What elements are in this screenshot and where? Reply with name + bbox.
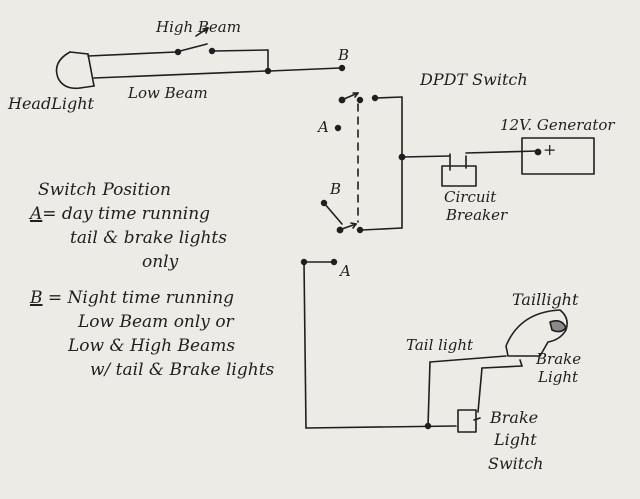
headlight-label: HeadLight: [8, 94, 94, 113]
note-a-key: A: [30, 204, 43, 224]
note-b-line-2: Low Beam only or: [78, 312, 234, 332]
switch-position-note: Switch Position A= day time running tail…: [30, 178, 280, 382]
brake-switch-label-2: Light: [494, 430, 537, 449]
low-beam-wire: [93, 64, 346, 79]
b-lower-label: B: [330, 180, 342, 198]
low-beam-label: Low Beam: [128, 84, 208, 102]
circuit-breaker-label-1: Circuit: [444, 188, 497, 206]
note-title: Switch Position: [38, 180, 171, 200]
dpdt-upper-pole: [334, 92, 406, 229]
taillight-lamp: [505, 309, 568, 357]
note-b-line-1: B = Night time running: [30, 286, 280, 310]
taillight-label: Taillight: [512, 290, 579, 309]
note-b-line-3: Low & High Beams: [68, 336, 236, 356]
a-upper-label: A: [318, 118, 329, 136]
note-b-text-1: = Night time running: [42, 288, 235, 308]
power-feed: [401, 137, 595, 187]
dpdt-lower-pole: [300, 199, 403, 429]
headlight-lamp: [55, 51, 95, 90]
tail-light-label: Tail light: [406, 336, 474, 354]
b-top-label: B: [338, 46, 350, 64]
brake-light-label-1: Brake: [536, 350, 582, 368]
note-a-line-2: tail & brake lights: [70, 228, 227, 248]
generator-label: 12V. Generator: [500, 116, 615, 134]
note-a-text-1: = day time running: [42, 204, 211, 224]
circuit-breaker-label-2: Breaker: [446, 206, 508, 224]
high-beam-label: High Beam: [156, 18, 241, 36]
high-beam-wire: [87, 27, 269, 71]
a-lower-label: A: [340, 262, 351, 280]
generator-plus-label: +: [543, 140, 557, 159]
brake-light-label-2: Light: [538, 368, 579, 386]
dpdt-switch-label: DPDT Switch: [420, 70, 528, 89]
bottom-bus: [305, 355, 523, 433]
note-a-line-1: A= day time running: [30, 202, 280, 226]
brake-switch-label-1: Brake: [490, 408, 539, 427]
note-a-line-3: only: [142, 252, 179, 272]
note-b-key: B: [30, 288, 43, 308]
note-spacer: [30, 274, 280, 286]
note-b-line-4: w/ tail & Brake lights: [90, 360, 275, 380]
brake-switch-label-3: Switch: [488, 454, 544, 473]
